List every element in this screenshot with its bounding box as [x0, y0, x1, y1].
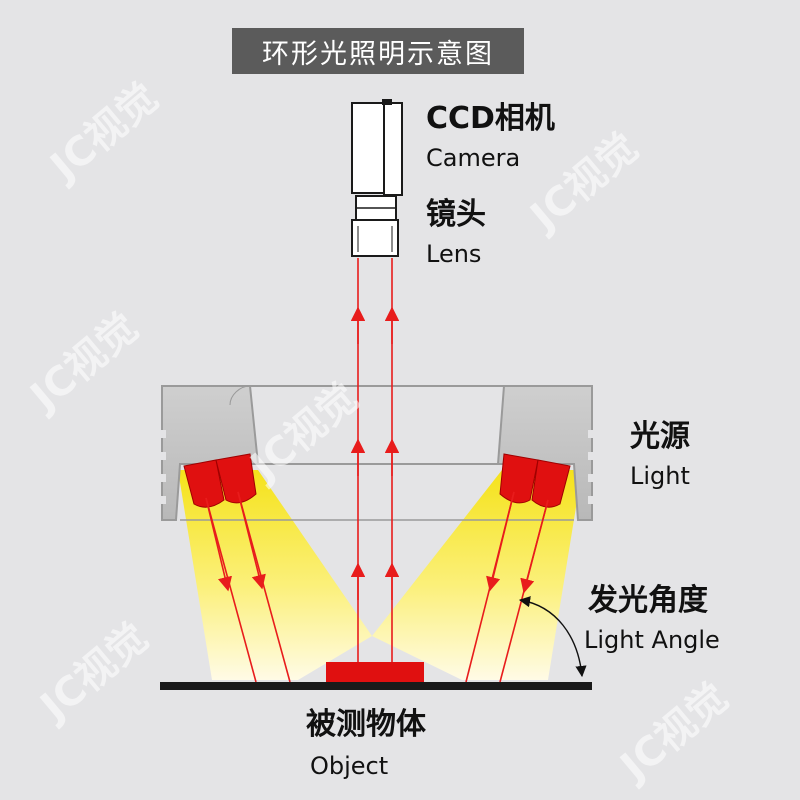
right-led-group — [499, 453, 571, 508]
camera-label-zh: CCD相机 — [426, 101, 555, 136]
object-label-en: Object — [310, 752, 389, 780]
ccd-camera — [351, 99, 403, 196]
camera-lens — [351, 195, 399, 257]
left-led-group — [183, 453, 257, 508]
object-label-zh: 被测物体 — [306, 707, 426, 742]
work-surface — [160, 682, 592, 690]
camera-label-en: Camera — [426, 144, 521, 172]
angle-label-zh: 发光角度 — [588, 583, 708, 618]
light-angle-arc — [518, 596, 587, 678]
light-label-en: Light — [630, 462, 690, 490]
lens-label-zh: 镜头 — [426, 197, 486, 232]
angle-label-en: Light Angle — [584, 626, 720, 654]
title-banner: 环形光照明示意图 — [232, 28, 524, 74]
light-rays — [205, 258, 549, 683]
lens-label-en: Lens — [426, 240, 482, 268]
left-light-beam — [178, 470, 372, 680]
object-block — [326, 662, 424, 682]
light-label-zh: 光源 — [630, 419, 690, 454]
